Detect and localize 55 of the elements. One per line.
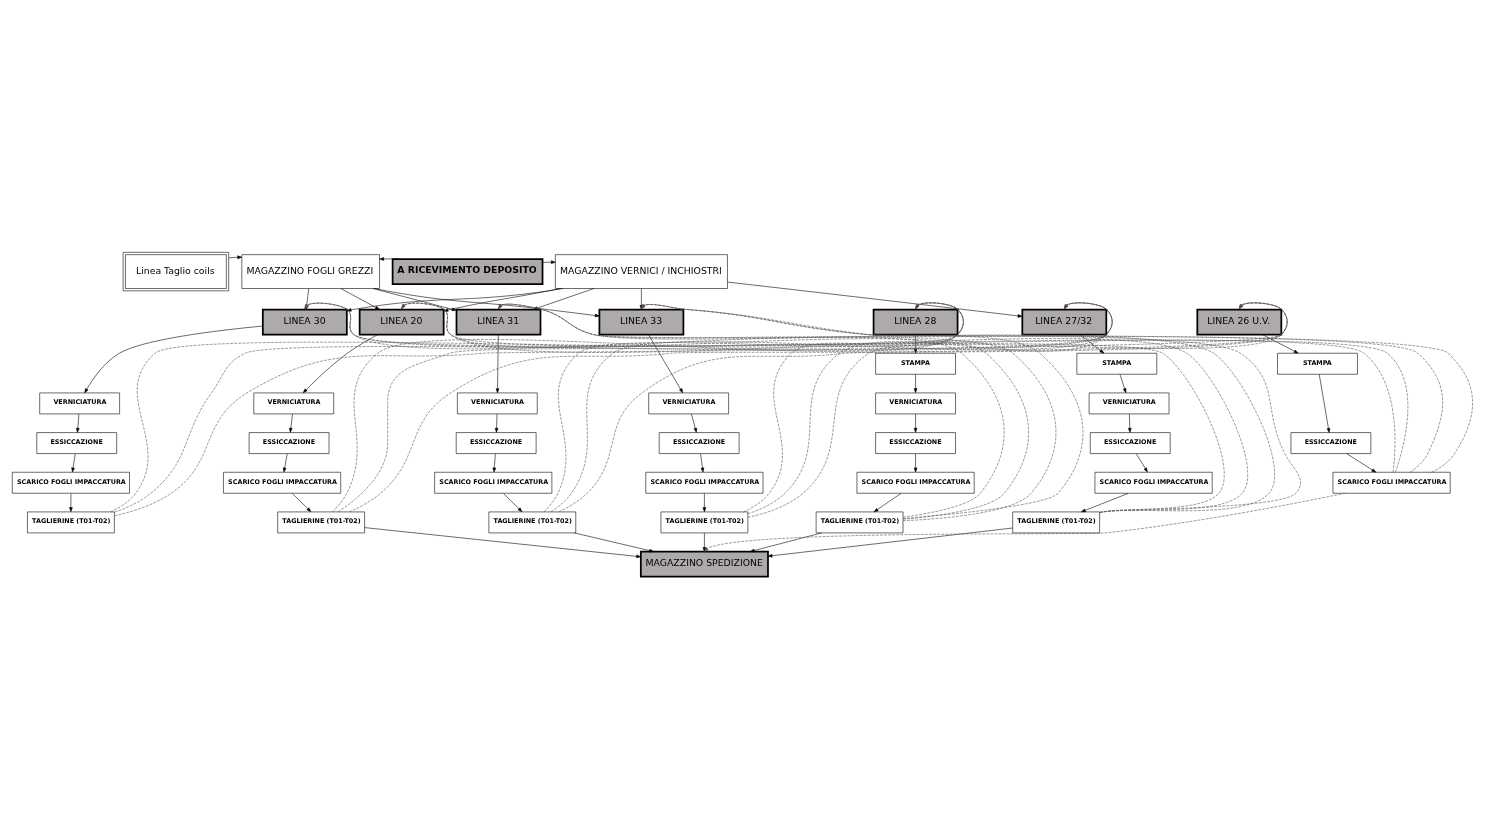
arrow: [574, 532, 654, 553]
arrow: [873, 493, 902, 513]
arrow: [373, 288, 600, 318]
node-box: LINEA 33: [598, 308, 685, 336]
arrow: [648, 334, 683, 394]
arrow: [71, 453, 76, 473]
arrow: [228, 255, 243, 259]
arrow: [1079, 334, 1105, 354]
arrow: [750, 532, 822, 553]
arrow: [1318, 374, 1331, 433]
arrow: [494, 413, 499, 433]
arrow: [691, 413, 697, 433]
node-box: A RICEVIMENTO DEPOSITO: [391, 258, 544, 285]
arrow: [747, 302, 1113, 515]
arrow: [1346, 453, 1377, 473]
arrow: [495, 334, 500, 394]
node-box: LINEA 27/32: [1021, 308, 1108, 336]
arrow: [364, 527, 641, 559]
arrow: [69, 493, 73, 512]
arrow: [1262, 334, 1299, 354]
arrow: [346, 288, 564, 312]
node-box: MAGAZZINO FOGLI GREZZI: [241, 254, 380, 289]
arrow: [743, 302, 964, 513]
arrow: [727, 281, 1023, 318]
arrow: [302, 334, 378, 394]
node-box: LINEA 26 U.V.: [1196, 308, 1283, 336]
arrow: [542, 260, 556, 264]
arrow: [492, 453, 497, 473]
arrow: [702, 493, 707, 512]
arrow: [700, 453, 705, 473]
arrow: [1119, 374, 1127, 393]
arrow: [1136, 453, 1148, 473]
arrow: [747, 302, 1288, 518]
node-box: LINEA 28: [872, 308, 959, 336]
arrow: [84, 325, 264, 394]
arrow: [379, 257, 398, 261]
arrow: [533, 288, 595, 310]
arrow: [443, 288, 561, 312]
arrow: [913, 374, 918, 393]
arrow: [292, 493, 312, 512]
arrow: [1081, 493, 1129, 513]
arrow: [340, 288, 380, 310]
arrow: [282, 453, 288, 473]
arrow: [704, 492, 1346, 552]
arrow: [767, 527, 1013, 558]
arrow: [1128, 413, 1132, 433]
arrow: [913, 413, 918, 433]
node-box: LINEA 30: [261, 308, 348, 336]
arrow: [372, 288, 457, 311]
arrow: [289, 413, 293, 433]
node-box: MAGAZZINO VERNICI / INCHIOSTRI: [555, 254, 728, 289]
arrow: [702, 532, 707, 552]
arrow: [76, 413, 80, 433]
arrow: [913, 453, 918, 473]
arrow: [503, 493, 523, 512]
